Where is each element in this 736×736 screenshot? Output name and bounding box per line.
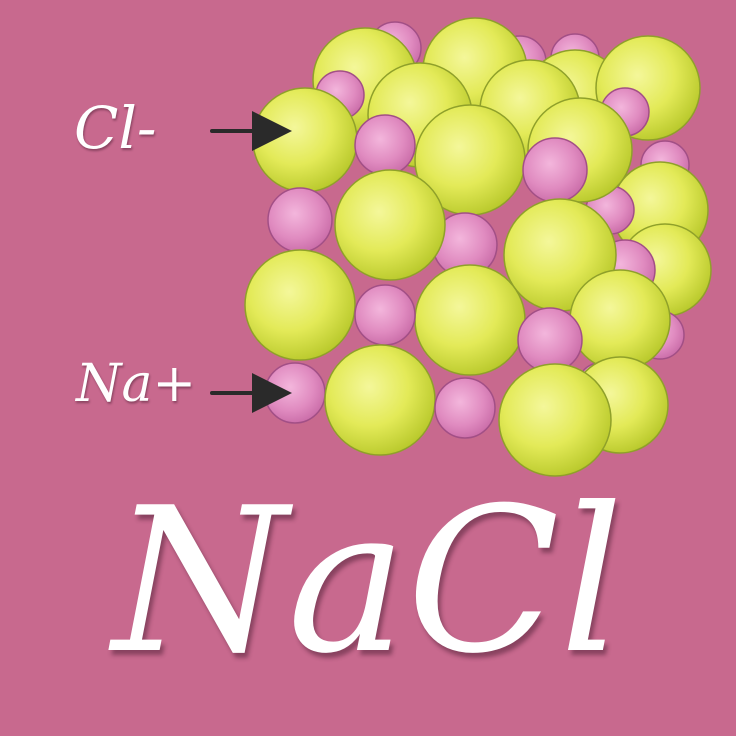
sodium-label: Na+ [76,354,197,414]
chloride-ion [324,344,436,456]
sodium-ion [267,187,333,253]
chloride-ion [252,87,358,193]
chloride-ion [414,264,526,376]
chloride-label: Cl- [74,94,157,162]
chloride-ion [244,249,356,361]
sodium-ion [354,114,416,176]
chloride-ion [498,363,612,477]
sodium-ion [517,307,583,373]
chloride-ion [334,169,446,281]
chloride-ion [569,269,671,371]
sodium-ion [434,377,496,439]
page-title: NaCl [112,465,624,698]
sodium-ion [354,284,416,346]
sodium-ion [522,137,588,203]
